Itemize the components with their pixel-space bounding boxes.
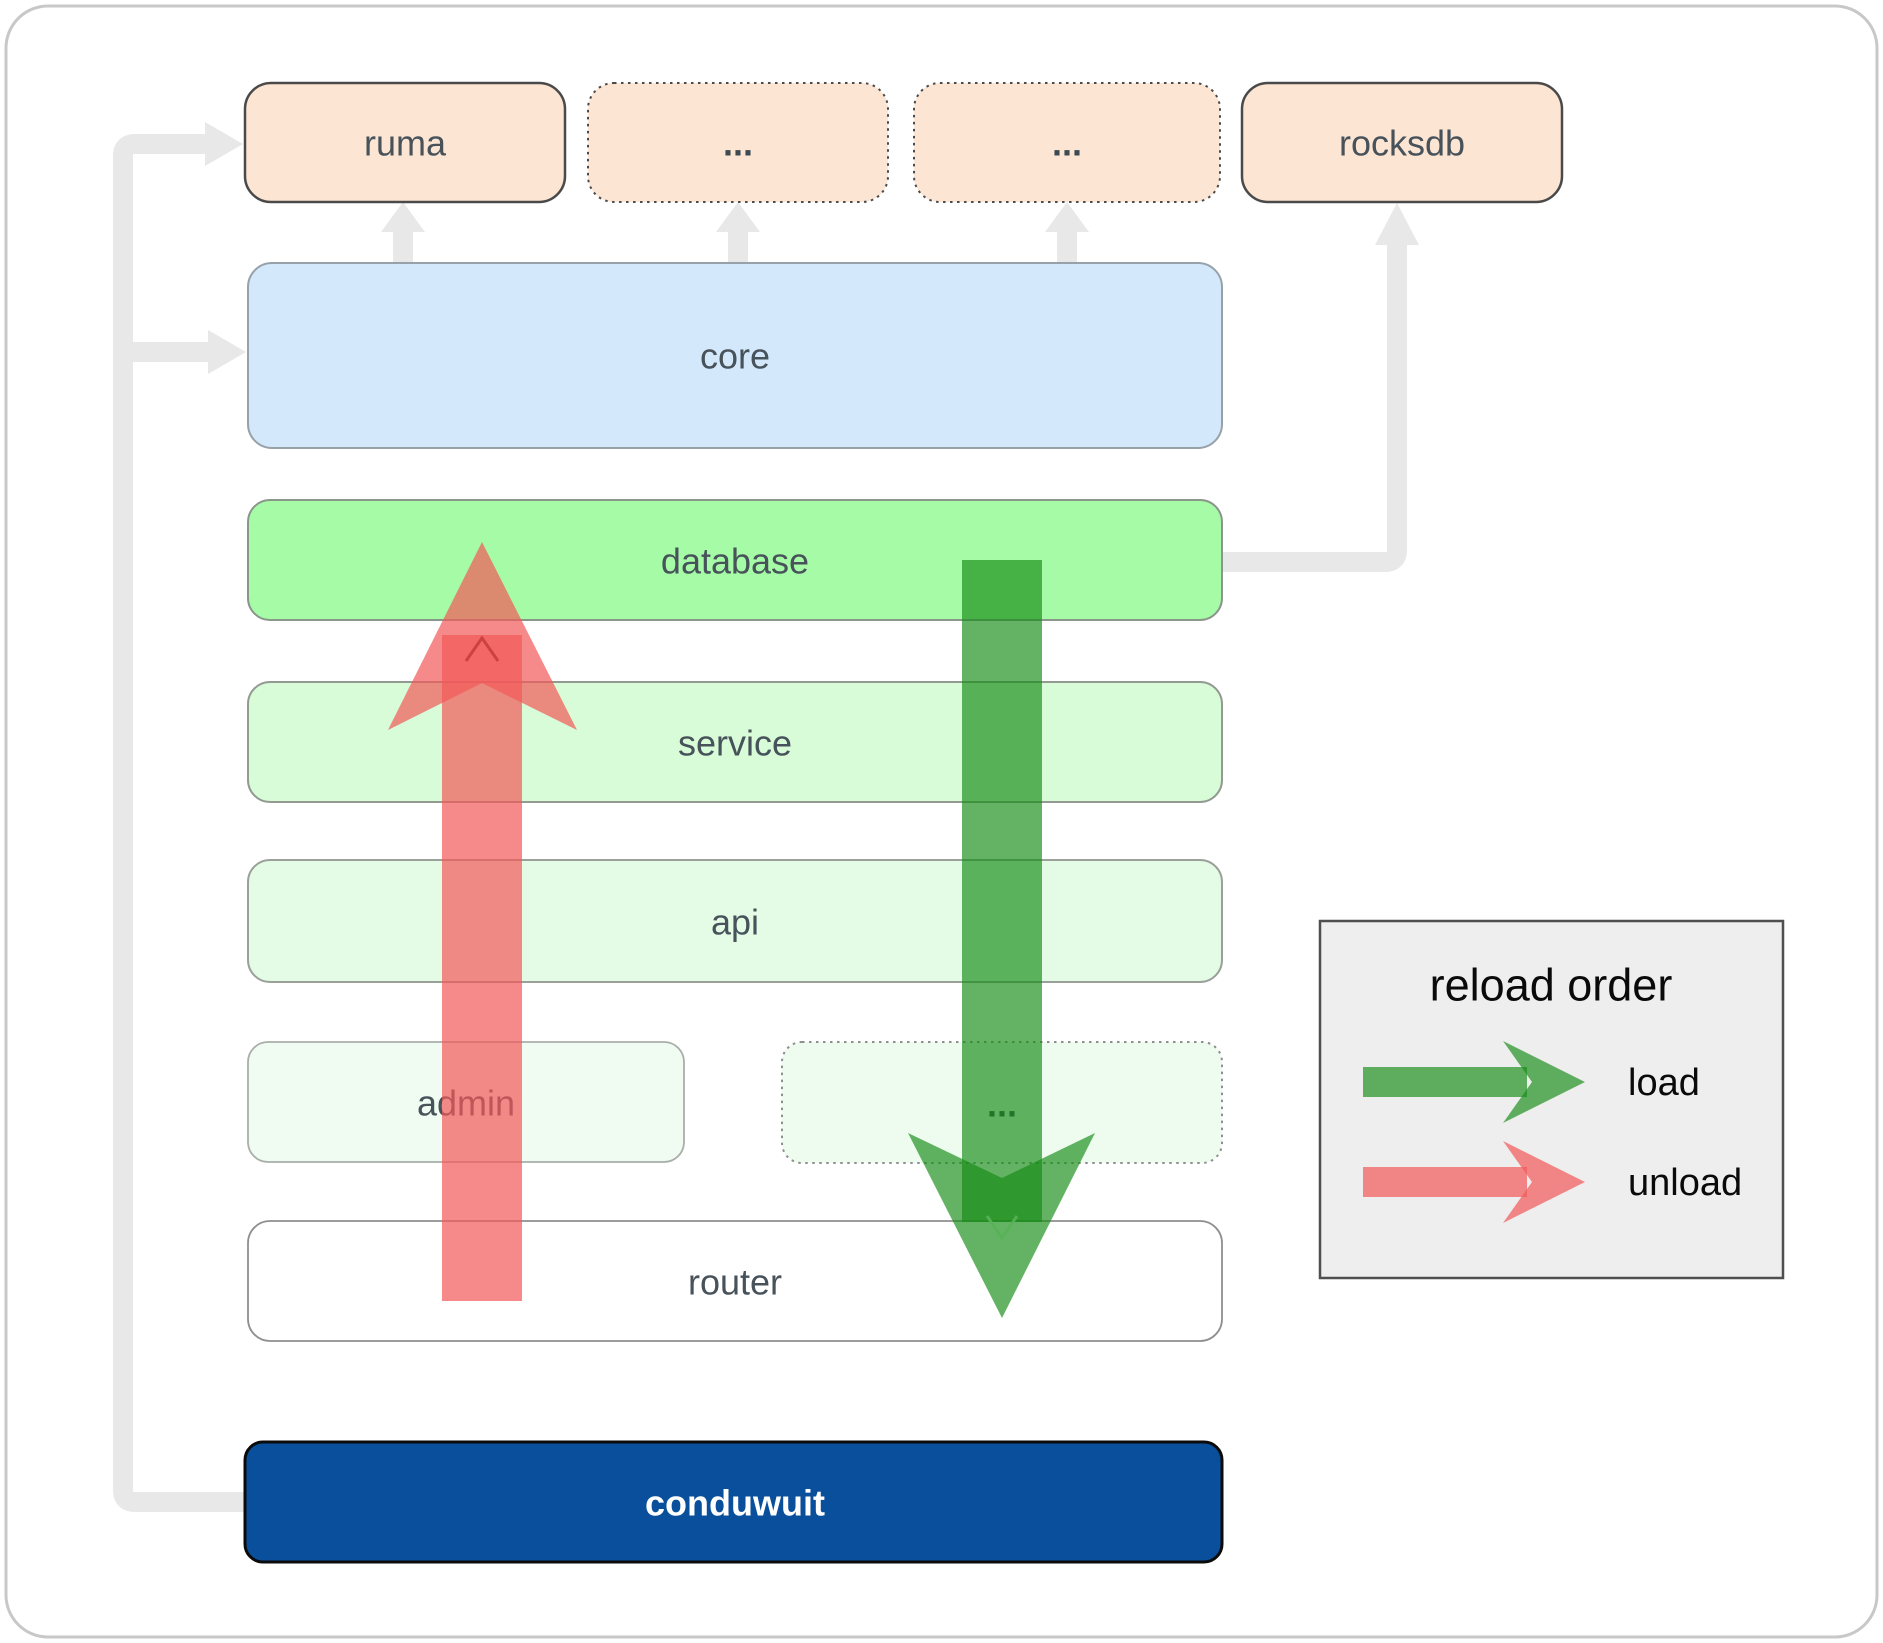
connector-conduwuit-to-core: [123, 330, 246, 374]
unload-arrow: [388, 542, 577, 1301]
node-service: service: [247, 681, 1223, 803]
node-core-label: core: [700, 336, 770, 377]
node-router: router: [247, 1220, 1223, 1342]
load-arrow-tip-marker: [985, 1215, 1019, 1241]
node-dep-more-1-label: ...: [723, 123, 753, 164]
legend-unload-arrow: [1363, 1141, 1585, 1223]
node-database-label: database: [661, 541, 809, 582]
load-arrow-head: [908, 1133, 1095, 1318]
node-dep-more-2: ...: [913, 82, 1221, 203]
node-ruma: ruma: [243, 81, 567, 204]
connector-database-to-rocksdb: [1222, 203, 1419, 572]
legend-box: [1318, 919, 1785, 1280]
node-api: api: [247, 859, 1223, 983]
arrowhead-ruma: [205, 122, 243, 166]
node-service-label: service: [678, 723, 792, 764]
legend-title: reload order: [1430, 960, 1673, 1011]
unload-arrow-shaft: [442, 635, 522, 1301]
arrowhead-rocksdb: [1375, 203, 1419, 245]
diagram-frame: [4, 4, 1879, 1639]
connector-conduwuit-to-ruma: [113, 122, 245, 1512]
node-rocksdb-label: rocksdb: [1339, 123, 1465, 164]
node-core: core: [247, 262, 1223, 449]
legend-unload-label: unload: [1628, 1162, 1742, 1204]
node-database: database: [247, 499, 1223, 621]
node-conduwuit: conduwuit: [243, 1440, 1224, 1564]
arrowhead-core: [208, 330, 246, 374]
node-dep-more-2-label: ...: [1052, 123, 1082, 164]
node-ruma-label: ruma: [364, 123, 447, 164]
node-api-label: api: [711, 902, 759, 943]
load-arrow-shaft: [962, 560, 1042, 1222]
legend-load-arrow: [1363, 1041, 1585, 1123]
legend: reload order load unload: [1318, 919, 1785, 1280]
connector-core-to-ruma: [381, 202, 425, 264]
unload-arrow-tip-marker: [464, 635, 500, 662]
load-arrow: [908, 560, 1095, 1318]
node-rocksdb: rocksdb: [1240, 81, 1564, 204]
connector-core-to-dep-more-2: [1045, 202, 1089, 264]
node-conduwuit-label: conduwuit: [645, 1483, 825, 1524]
node-dep-more-1: ...: [587, 82, 889, 203]
node-router-label: router: [688, 1262, 782, 1303]
connector-core-to-dep-more-1: [716, 202, 760, 264]
legend-load-label: load: [1628, 1062, 1700, 1104]
